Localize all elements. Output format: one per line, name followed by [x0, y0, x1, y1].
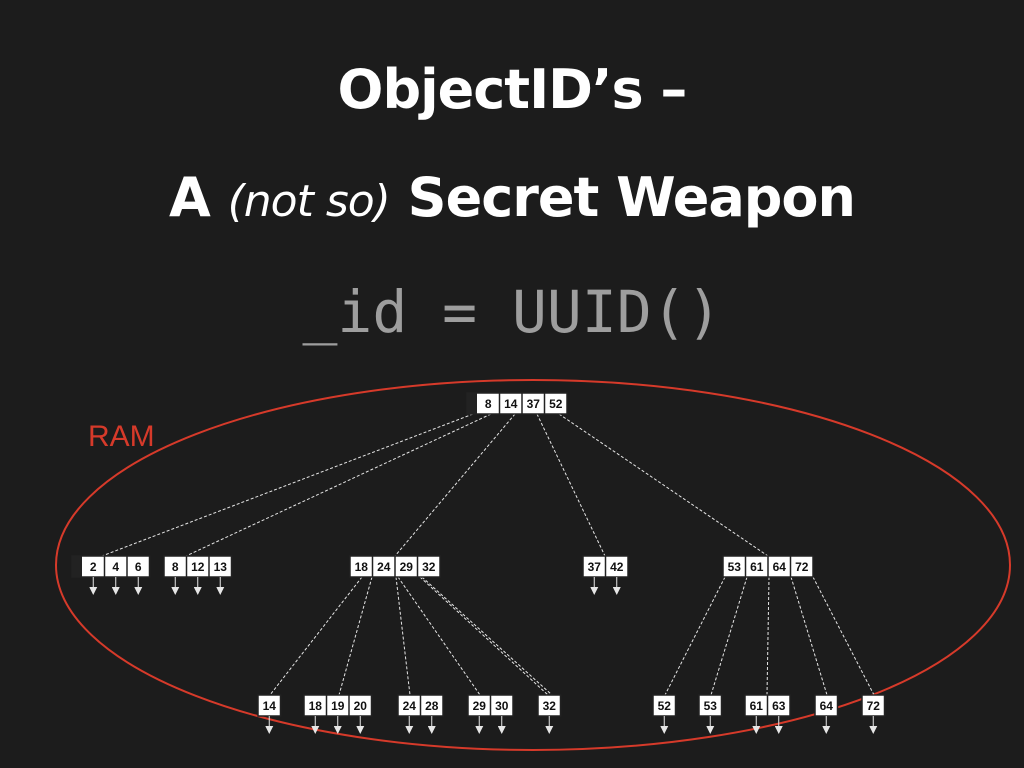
- code-snippet: _id = UUID(): [302, 278, 722, 346]
- internal-node-key: 6: [135, 560, 142, 574]
- leaf-node: 24 28: [397, 694, 444, 734]
- tree-edge: [101, 413, 474, 557]
- leaf-node-key: 14: [263, 699, 277, 713]
- root-node-pointer-slot: [467, 393, 477, 414]
- internal-node-key: 4: [112, 560, 119, 574]
- leaf-node: 29 30: [467, 694, 514, 734]
- leaf-node-key: 64: [820, 699, 834, 713]
- tree-edge: [790, 576, 828, 696]
- internal-node-key: 13: [214, 560, 228, 574]
- internal-node-key: 18: [355, 560, 369, 574]
- internal-node-key: 24: [377, 560, 391, 574]
- internal-node-pointer-slot: [72, 556, 82, 577]
- internal-node-key: 2: [90, 560, 97, 574]
- tree-edge: [269, 576, 363, 696]
- leaf-node-key: 28: [425, 699, 439, 713]
- tree-edge: [185, 413, 492, 557]
- tree-edge: [664, 576, 726, 696]
- internal-node-key: 42: [610, 560, 624, 574]
- leaf-node-key: 24: [403, 699, 417, 713]
- ram-label: RAM: [88, 420, 155, 453]
- title-word-a: A: [169, 166, 211, 229]
- tree-edge: [766, 576, 770, 696]
- internal-node-key: 8: [172, 560, 179, 574]
- leaf-node-key: 72: [867, 699, 881, 713]
- leaf-node-key: 63: [772, 699, 786, 713]
- slide-title-line2: A (not so) Secret Weapon: [0, 166, 1024, 229]
- tree-edge: [395, 576, 411, 696]
- leaf-node-key: 20: [354, 699, 368, 713]
- internal-node: 18 24 29 32: [349, 555, 441, 578]
- leaf-node-key: 52: [658, 699, 672, 713]
- leaf-node-key: 29: [473, 699, 487, 713]
- internal-node: 37 42: [582, 555, 629, 578]
- internal-node-key: 12: [191, 560, 205, 574]
- internal-node-key: 64: [773, 560, 787, 574]
- root-node-key: 37: [527, 397, 541, 411]
- root-node-key: 8: [485, 397, 492, 411]
- leaf-node-key: 53: [704, 699, 718, 713]
- tree-edge: [421, 576, 553, 696]
- leaf-node-key: 18: [309, 699, 323, 713]
- leaf-node-key: 19: [331, 699, 345, 713]
- ram-region: [55, 379, 1011, 751]
- leaf-node: 53: [698, 694, 723, 734]
- tree-edges: [101, 413, 875, 696]
- leaf-node-key: 32: [543, 699, 557, 713]
- leaf-node: 72: [861, 694, 886, 734]
- root-node: 8 14 37 52: [466, 392, 568, 415]
- internal-node: 53 61 64 72: [722, 555, 814, 578]
- root-node-key: 14: [504, 397, 518, 411]
- leaf-node: 14: [257, 694, 282, 734]
- internal-node: 2 4 6: [71, 555, 151, 578]
- leaf-node: 61 63: [744, 694, 791, 734]
- slide-title-line1: ObjectID’s –: [337, 58, 688, 121]
- leaf-node: 52: [652, 694, 677, 734]
- tree-edge: [394, 413, 516, 557]
- leaf-node-key: 61: [750, 699, 764, 713]
- internal-node-key: 32: [422, 560, 436, 574]
- leaf-node: 18 19 20: [303, 694, 373, 734]
- leaf-node: 32: [537, 694, 562, 734]
- tree-edge: [338, 576, 373, 696]
- tree-edge: [397, 576, 481, 696]
- tree-edge: [710, 576, 748, 696]
- internal-node-key: 37: [588, 560, 602, 574]
- internal-node-key: 53: [728, 560, 742, 574]
- title-secret-weapon: Secret Weapon: [407, 166, 856, 229]
- root-node-key: 52: [549, 397, 563, 411]
- tree-edge: [419, 576, 549, 696]
- title-emphasis: (not so): [227, 176, 391, 227]
- leaf-node: 64: [814, 694, 839, 734]
- tree-edge: [558, 413, 769, 557]
- tree-edge: [812, 576, 875, 696]
- internal-node-key: 61: [750, 560, 764, 574]
- internal-node: 8 12 13: [163, 555, 233, 578]
- internal-node-key: 29: [400, 560, 414, 574]
- leaf-node-key: 30: [495, 699, 509, 713]
- internal-node-key: 72: [795, 560, 809, 574]
- tree-edge: [536, 413, 606, 557]
